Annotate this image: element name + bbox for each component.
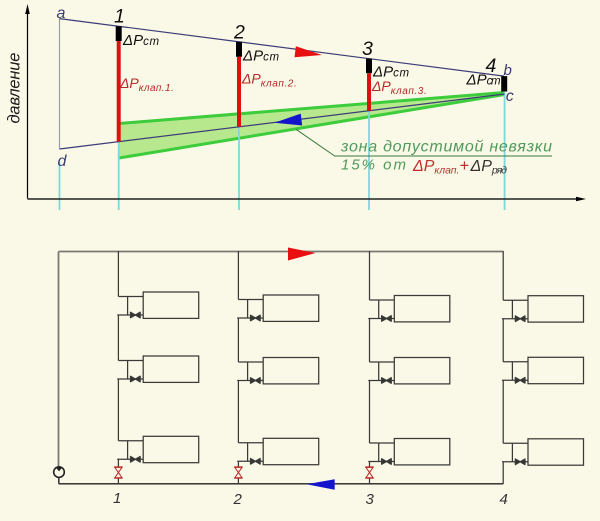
svg-text:2: 2 (233, 21, 245, 43)
svg-text:ΔPст: ΔPст (372, 64, 409, 81)
svg-text:давление: давление (5, 52, 23, 123)
svg-text:ΔPст: ΔPст (466, 72, 501, 89)
svg-text:4: 4 (486, 55, 497, 77)
svg-text:ΔPст: ΔPст (242, 48, 279, 65)
svg-text:c: c (506, 88, 514, 105)
svg-text:3: 3 (366, 491, 375, 508)
svg-text:15% от: 15% от (341, 157, 406, 174)
svg-text:4: 4 (500, 491, 508, 508)
svg-text:a: a (57, 5, 66, 22)
svg-text:1: 1 (114, 5, 125, 27)
svg-text:3: 3 (362, 38, 373, 60)
svg-text:зона допустимой невязки: зона допустимой невязки (340, 139, 552, 156)
svg-text:b: b (504, 62, 512, 79)
svg-text:d: d (58, 153, 68, 170)
svg-text:ΔPст: ΔPст (122, 32, 159, 49)
svg-text:1: 1 (113, 490, 121, 507)
svg-text:2: 2 (233, 491, 243, 508)
